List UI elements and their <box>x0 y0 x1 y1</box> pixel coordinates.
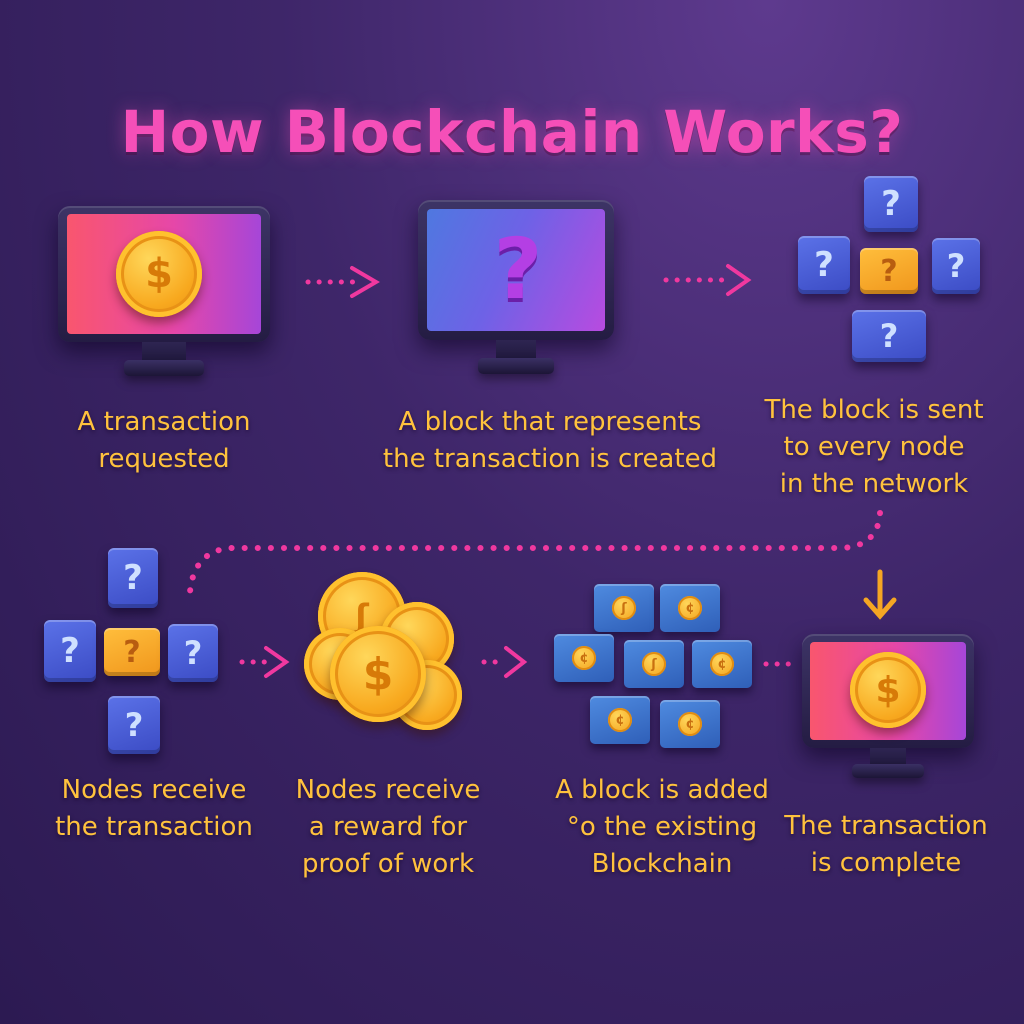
chain-block-icon: ¢ <box>590 696 650 744</box>
connector-path-3-4 <box>187 510 883 595</box>
chain-block-icon: ¢ <box>660 700 720 748</box>
dollar-coin-icon: $ <box>116 231 202 317</box>
step-2-monitor: ? <box>418 200 614 376</box>
step-7-monitor: $ <box>802 634 974 782</box>
arrowhead-1-2 <box>350 266 380 298</box>
step-1-monitor: $ <box>58 206 270 378</box>
node-block-icon: ? <box>108 696 160 754</box>
node-block-icon: ? <box>798 236 850 294</box>
step-7-caption: The transaction is complete <box>784 811 988 878</box>
step-3-caption: The block is sent to every node in the n… <box>764 395 984 499</box>
node-block-icon: ? <box>108 548 158 608</box>
center-block-icon: ? <box>860 248 918 294</box>
question-mark-icon: ? <box>493 220 543 318</box>
chain-block-icon: ¢ <box>554 634 614 682</box>
dollar-coin-icon: $ <box>850 652 926 728</box>
node-block-icon: ? <box>864 176 918 232</box>
node-block-icon: ? <box>932 238 980 294</box>
node-block-icon: ? <box>168 624 218 682</box>
center-block-icon: ? <box>104 628 160 676</box>
arrowhead-5-6 <box>504 646 528 678</box>
arrowhead-2-3 <box>726 264 752 296</box>
chain-block-icon: ¢ <box>692 640 752 688</box>
step-5-caption: Nodes receive a reward for proof of work <box>295 775 481 879</box>
arrowhead-4-5 <box>264 646 290 678</box>
node-block-icon: ? <box>852 310 926 362</box>
step-1-caption: A transaction requested <box>77 407 251 474</box>
node-block-icon: ? <box>44 620 96 682</box>
chain-block-icon: ¢ <box>660 584 720 632</box>
chain-block-icon: ʃ <box>624 640 684 688</box>
step-2-caption: A block that represents the transaction … <box>382 407 718 474</box>
dollar-coin-icon: $ <box>330 626 426 722</box>
down-arrow-icon <box>863 569 897 620</box>
page-title: How Blockchain Works? <box>120 98 904 166</box>
chain-block-icon: ʃ <box>594 584 654 632</box>
step-6-caption: A block is added °o the existing Blockch… <box>555 775 769 879</box>
step-4-caption: Nodes receive the transaction <box>55 775 253 842</box>
monitor-screen <box>427 209 605 331</box>
